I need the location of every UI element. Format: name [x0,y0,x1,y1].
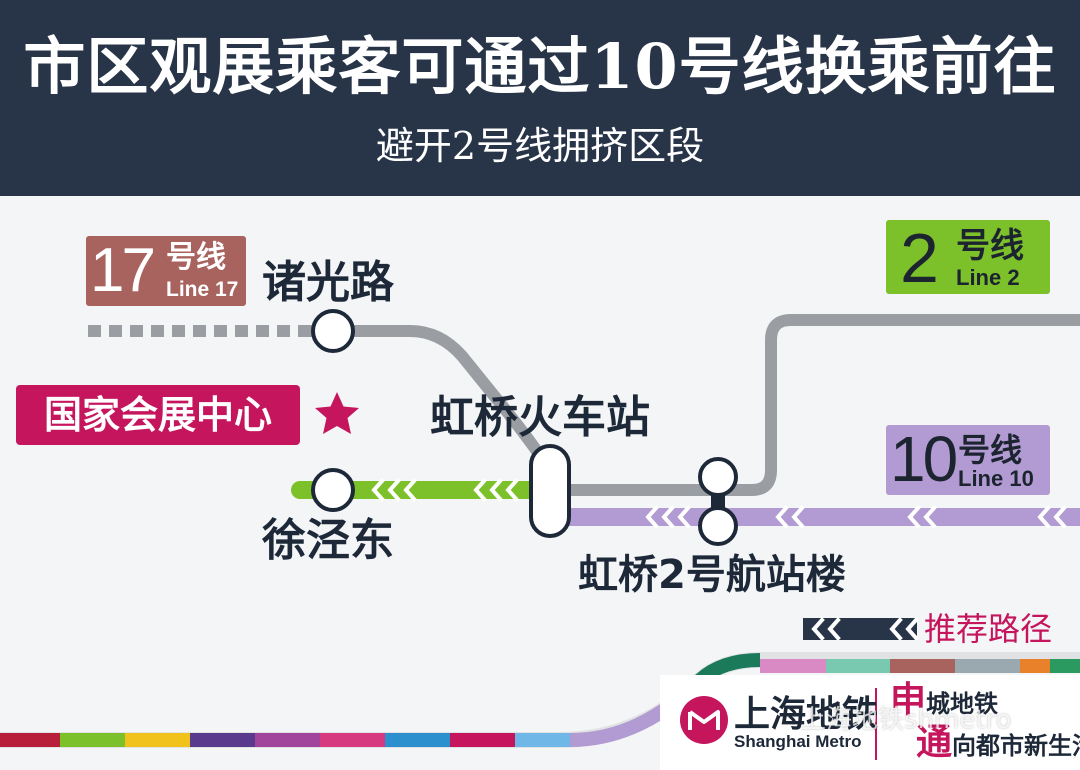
slogan-first-char-1: 申 [890,680,927,721]
legend-route-bar [803,618,917,640]
line2-badge: 2 号线 Line 2 [886,220,1050,294]
legend-label: 推荐路径 [924,610,1053,648]
line2-track [560,314,1080,496]
star-icon [315,392,359,434]
station-marker-t2-upper [698,457,738,497]
line10-badge: 10 号线 Line 10 [886,425,1050,495]
line10-en-label: Line 10 [958,466,1034,491]
logo-cn-text: 上海地铁 [734,694,879,735]
line17-badge: 17 号线 Line 17 [86,236,246,306]
slogan-rest-2: 向都市新生活 [952,732,1080,760]
landmark-label: 国家会展中心 [16,385,300,445]
line10-number: 10 [890,423,958,495]
station-marker-t2-lower [698,506,738,546]
line2-en-label: Line 2 [956,265,1020,290]
station-marker-hongqiao-rail [529,444,571,538]
station-label-hongqiao-t2: 虹桥2号航站楼 [578,552,846,598]
page-subtitle: 避开2号线拥挤区段 [375,124,705,168]
line17-en-label: Line 17 [166,278,239,301]
slogan-rest-1: 城地铁 [926,690,999,718]
slogan-line-1: 申城地铁 [890,683,999,719]
station-label-zhuguang: 诸光路 [262,257,394,308]
line17-number: 17 [90,236,156,305]
shanghai-metro-logo-icon [680,696,728,744]
station-marker-zhuguang [311,309,355,353]
station-label-hongqiao-railway: 虹桥火车站 [430,392,650,443]
station-marker-xujing [311,468,355,512]
line17-cn-label: 号线 [166,240,226,275]
line10-cn-label: 号线 [958,431,1023,469]
station-label-xujing-east: 徐泾东 [262,515,394,566]
logo-en-text: Shanghai Metro [734,732,862,751]
watermark: 上海地铁shmetro [800,705,1012,735]
slogan-line-2: 通向都市新生活 [916,725,1080,761]
line2-number: 2 [900,219,939,297]
header-banner: 市区观展乘客可通过10号线换乘前往 避开2号线拥挤区段 [0,0,1080,196]
slogan-first-char-2: 通 [916,722,953,763]
line2-cn-label: 号线 [956,226,1024,266]
page-title: 市区观展乘客可通过10号线换乘前往 [23,30,1057,103]
footer-panel [660,675,1080,770]
